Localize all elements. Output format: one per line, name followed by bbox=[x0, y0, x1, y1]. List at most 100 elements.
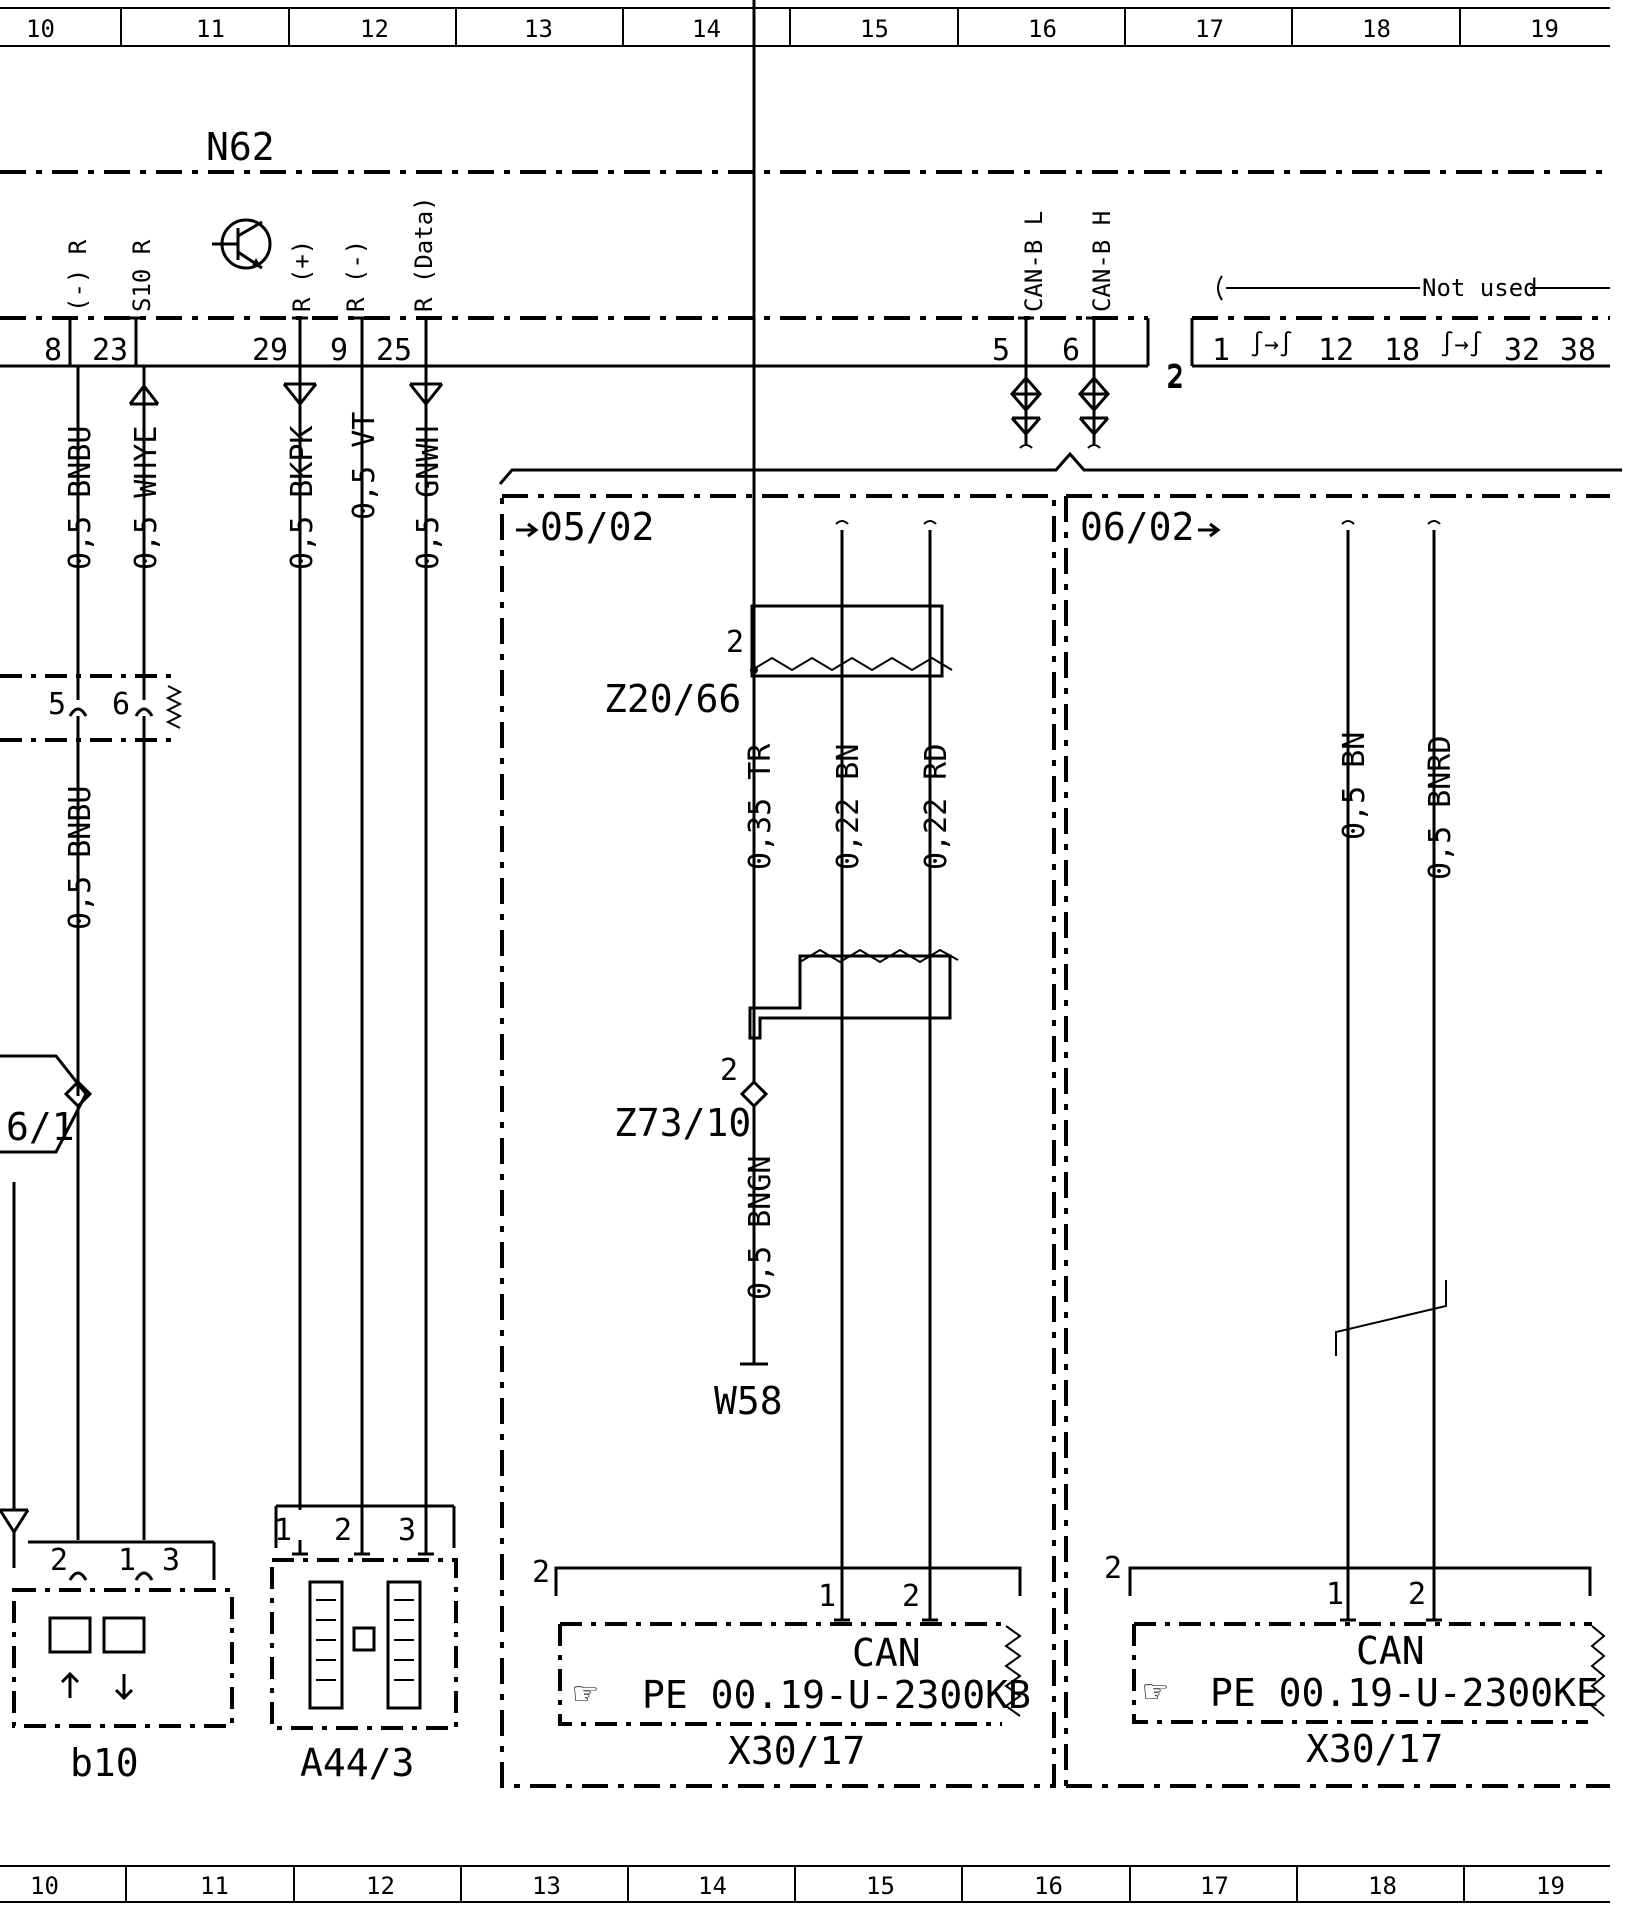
not-used-connector: 2 Not used 1 ∫→∫ 12 18 ∫→∫ 32 38 bbox=[1166, 274, 1610, 394]
z20-pin: 2 bbox=[726, 625, 744, 660]
wire-whye: 0,5 WHYE bbox=[128, 366, 164, 700]
b10-pin-1: 1 bbox=[118, 1543, 136, 1578]
can-left-pin-2: 2 bbox=[902, 1579, 920, 1614]
module-pin-terminals bbox=[62, 316, 1102, 366]
wire-label-bkpk: 0,5 BKPK bbox=[285, 426, 320, 571]
z20-name: Z20/66 bbox=[604, 677, 741, 721]
grid-top-16: 16 bbox=[1028, 15, 1057, 43]
wire-label-whye: 0,5 WHYE bbox=[129, 426, 164, 571]
can-right-wire-bnrd: 0,5 BNRD bbox=[1423, 736, 1458, 881]
can-right-wire-bn: 0,5 BN bbox=[1337, 732, 1372, 840]
pin-label-8: (-) R bbox=[64, 239, 92, 312]
a44-pin-2: 2 bbox=[334, 1513, 352, 1548]
grid-bottom-12: 12 bbox=[366, 1872, 395, 1900]
grid-top-14: 14 bbox=[692, 15, 721, 43]
grid-top-18: 18 bbox=[1362, 15, 1391, 43]
can-right-ref: 06/02 bbox=[1080, 505, 1194, 549]
pin-label-9: R (-) bbox=[342, 240, 370, 312]
pin-label-6: CAN-B H bbox=[1088, 211, 1116, 312]
can-left-section: 05/02 2 Z20/66 0,35 TR 0,22 BN 0,22 RD 2… bbox=[500, 0, 1056, 1788]
pin-num-25: 25 bbox=[376, 333, 412, 368]
wire-gnwh: 0,5 GNWH bbox=[408, 366, 446, 1540]
b10-pin-3: 3 bbox=[162, 1543, 180, 1578]
hand-pointer-left-icon: ☞ bbox=[574, 1671, 597, 1715]
hand-pointer-right-icon: ☞ bbox=[1144, 1669, 1167, 1713]
can-left-x: X30/17 bbox=[728, 1729, 865, 1773]
not-used-bridge-1: ∫→∫ bbox=[1250, 330, 1293, 358]
left-reference: 6/1 bbox=[0, 1054, 93, 1540]
can-right-section: 06/02 0,5 BN 0,5 BNRD 2 1 2 CAN ☞ PE 00.… bbox=[1064, 494, 1610, 1788]
n62-module: N62 bbox=[0, 125, 1610, 368]
pin-label-23: S10 R bbox=[128, 239, 156, 312]
can-left-wire-tr: 0,35 TR bbox=[743, 743, 778, 870]
left-ref-label: 6/1 bbox=[6, 1105, 75, 1149]
can-right-conn-pin: 2 bbox=[1104, 1551, 1122, 1586]
pin-label-29: R (+) bbox=[288, 240, 316, 312]
a44-pin-3: 3 bbox=[398, 1513, 416, 1548]
not-used-pin-38: 38 bbox=[1560, 333, 1596, 368]
grid-bottom-11: 11 bbox=[200, 1872, 229, 1900]
can-left-wire-bn: 0,22 BN bbox=[831, 744, 866, 870]
sensor-connector: 5 6 0,5 BNBU bbox=[0, 674, 183, 1540]
not-used-label: Not used bbox=[1422, 274, 1538, 302]
can-right-doc: PE 00.19-U-2300KE bbox=[1210, 1671, 1599, 1715]
z73-pin: 2 bbox=[720, 1053, 738, 1088]
can-left-conn-pin: 2 bbox=[532, 1555, 550, 1590]
grid-top-19: 19 bbox=[1530, 15, 1559, 43]
pin-num-5: 5 bbox=[992, 333, 1010, 368]
grid-bottom-18: 18 bbox=[1368, 1872, 1397, 1900]
pin-num-9: 9 bbox=[330, 333, 348, 368]
wire-bnbu: 0,5 BNBU bbox=[63, 366, 98, 700]
wire-bkpk: 0,5 BKPK bbox=[282, 366, 320, 1510]
b10-pin-2: 2 bbox=[50, 1543, 68, 1578]
pin-label-25: R (Data) bbox=[410, 196, 438, 312]
grid-bottom-13: 13 bbox=[532, 1872, 561, 1900]
pin-num-8: 8 bbox=[44, 333, 62, 368]
bottom-grid-ruler: 10 11 12 13 14 15 16 17 18 19 bbox=[0, 1865, 1610, 1903]
pin-num-29: 29 bbox=[252, 333, 288, 368]
can-bus-lines: 2 bbox=[498, 361, 1622, 485]
can-right-pin-1: 1 bbox=[1326, 1577, 1344, 1612]
grid-top-13: 13 bbox=[524, 15, 553, 43]
pin-num-23: 23 bbox=[92, 333, 128, 368]
grid-bottom-16: 16 bbox=[1034, 1872, 1063, 1900]
grid-bottom-15: 15 bbox=[866, 1872, 895, 1900]
not-used-pin-32: 32 bbox=[1504, 333, 1540, 368]
grid-top-11: 11 bbox=[196, 15, 225, 43]
a44-pin-1: 1 bbox=[274, 1513, 292, 1548]
grid-top-10: 10 bbox=[26, 15, 55, 43]
wire-vt: 0,5 VT bbox=[347, 366, 382, 1540]
pin-num-6: 6 bbox=[1062, 333, 1080, 368]
b10-component: 2 1 3 b10 bbox=[0, 1508, 234, 1785]
grid-top-12: 12 bbox=[360, 15, 389, 43]
not-used-bridge-2: ∫→∫ bbox=[1440, 330, 1483, 358]
a44-component: 1 2 3 A44/3 bbox=[270, 1504, 458, 1785]
top-grid-ruler: 10 11 12 13 14 15 16 17 18 19 bbox=[0, 7, 1610, 47]
module-name: N62 bbox=[206, 125, 275, 169]
grid-bottom-17: 17 bbox=[1200, 1872, 1229, 1900]
b10-name: b10 bbox=[70, 1741, 139, 1785]
module-pin-labels: (-) R S10 R R (+) R (-) R (Data) CAN-B L… bbox=[64, 196, 1116, 312]
not-used-pin-1: 1 bbox=[1212, 333, 1230, 368]
module-pin-numbers: 8 23 29 9 25 5 6 bbox=[44, 333, 1080, 368]
can-right-bus: CAN bbox=[1356, 1629, 1425, 1673]
can-left-ref: 05/02 bbox=[540, 505, 654, 549]
sensor-pin-6: 6 bbox=[112, 687, 130, 722]
z73-name: Z73/10 bbox=[614, 1101, 751, 1145]
not-used-pin-12: 12 bbox=[1318, 333, 1354, 368]
pin-label-5: CAN-B L bbox=[1020, 211, 1048, 312]
sensor-wire-bnbu: 0,5 BNBU bbox=[63, 786, 98, 931]
grid-top-15: 15 bbox=[860, 15, 889, 43]
a44-name: A44/3 bbox=[300, 1741, 414, 1785]
not-used-conn-pin: 2 bbox=[1166, 359, 1184, 394]
can-right-x: X30/17 bbox=[1306, 1727, 1443, 1771]
not-used-pin-18: 18 bbox=[1384, 333, 1420, 368]
ground-w58: W58 bbox=[714, 1379, 783, 1423]
transistor-icon bbox=[212, 218, 272, 270]
grid-bottom-19: 19 bbox=[1536, 1872, 1565, 1900]
can-right-pin-2: 2 bbox=[1408, 1577, 1426, 1612]
wire-label-vt: 0,5 VT bbox=[347, 412, 382, 520]
wire-label-bnbu: 0,5 BNBU bbox=[63, 426, 98, 571]
can-left-wire-rd: 0,22 RD bbox=[919, 744, 954, 870]
